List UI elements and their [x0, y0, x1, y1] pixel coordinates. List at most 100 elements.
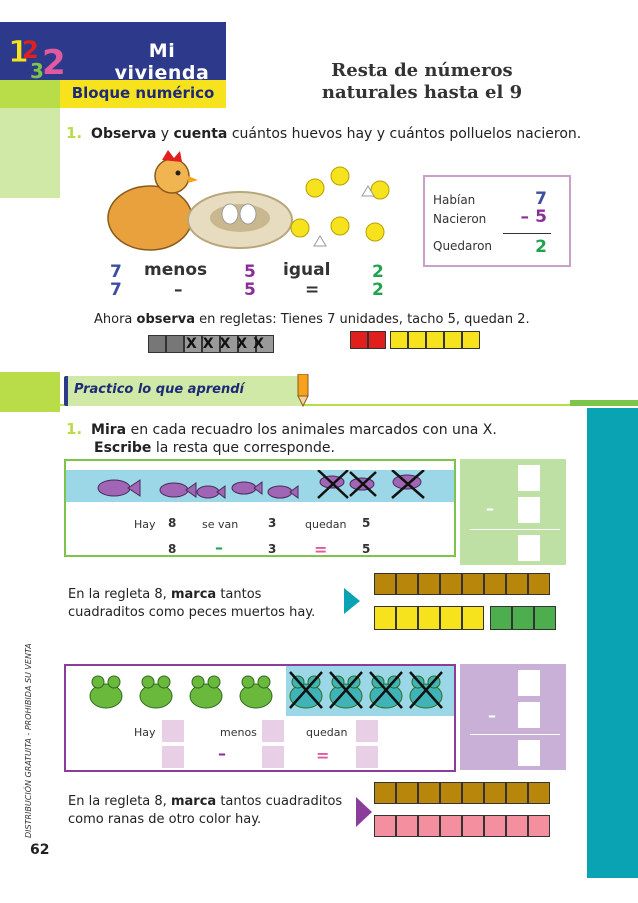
fish-quedan-label: quedan [305, 518, 347, 531]
fish-eq-b: 3 [268, 542, 277, 556]
brown-regleta-fish [374, 573, 554, 597]
fish-eq-a: 8 [168, 542, 177, 556]
frog-hay-input[interactable] [162, 720, 184, 742]
frog-instr-bold: marca [170, 794, 217, 809]
frog-menos-input[interactable] [262, 720, 284, 742]
word-menos: menos [144, 260, 208, 280]
symbol-eq: = [305, 280, 320, 300]
brown-regleta-frog [374, 782, 554, 806]
fish-instr-post1: tantos [220, 587, 262, 602]
symbol-a: 7 [110, 280, 122, 300]
hen-chicks-illustration [107, 150, 390, 251]
fish-quedan-value: 5 [362, 516, 371, 530]
value-habian: 7 [535, 189, 547, 209]
fish-hay-label: Hay [134, 518, 156, 531]
yellow-green-regleta[interactable] [374, 606, 564, 632]
arrow-right-icon-2 [356, 797, 372, 827]
activity1-instruction: 1. Observa y cuenta cuántos huevos hay y… [66, 124, 586, 142]
frog-eq-eq: = [316, 746, 330, 765]
frog-answer-top[interactable] [518, 670, 540, 696]
left-green-band-2 [0, 372, 60, 412]
fish-sevan-label: se van [202, 518, 239, 531]
frog-box [64, 664, 456, 772]
fish-answer-bottom[interactable] [518, 535, 540, 561]
fish-eq-c: 5 [362, 542, 371, 556]
word-igual: igual [283, 260, 331, 280]
page-number: 62 [30, 842, 50, 858]
frog-instr-post1: tantos cuadraditos [220, 794, 343, 809]
fish-panel-line [470, 529, 560, 530]
fish-eq-eq: = [314, 540, 328, 559]
frog-panel-line [470, 734, 560, 735]
page-title-line1: Resta de números [331, 60, 513, 81]
subtraction-summary-box: Habían 7 Nacieron – 5 Quedaron 2 [423, 175, 571, 267]
frog-eq-c-input[interactable] [356, 746, 378, 768]
activity2-text1: en cada recuadro los animales marcados c… [130, 422, 497, 438]
value-quedaron: 2 [535, 237, 547, 257]
frog-eq-b-input[interactable] [262, 746, 284, 768]
fish-eq-minus: – [215, 538, 223, 557]
verb-observa: Observa [91, 126, 157, 142]
frog-instr-pre: En la regleta 8, [68, 794, 167, 809]
symbol-c: 2 [372, 280, 384, 300]
side-distribution-text: DISTRIBUCIÓN GRATUITA - PROHIBIDA SU VEN… [24, 643, 33, 838]
activity1-rest: cuántos huevos hay y cuántos polluelos n… [231, 126, 582, 142]
fish-panel-minus: – [486, 499, 494, 518]
label-nacieron: Nacieron [433, 212, 487, 226]
practice-banner-text: Practico lo que aprendí [74, 382, 244, 397]
pink-regleta[interactable] [374, 815, 554, 839]
regleta-text: Ahora observa en regletas: Tienes 7 unid… [94, 312, 530, 327]
frog-quedan-label: quedan [306, 726, 348, 739]
frog-regleta-instruction: En la regleta 8, marca tantos cuadradito… [68, 793, 342, 829]
frog-answer-bottom[interactable] [518, 740, 540, 766]
fish-hay-value: 8 [168, 516, 177, 530]
page-title-line2: naturales hasta el 9 [321, 82, 523, 103]
symbol-minus: – [174, 280, 183, 300]
frog-answer-panel: – [460, 664, 566, 770]
practice-banner: Practico lo que aprendí [64, 376, 304, 406]
frog-menos-label: menos [220, 726, 257, 739]
regleta-bold: observa [136, 312, 195, 327]
words-c: 2 [372, 262, 384, 282]
fish-answer-middle[interactable] [518, 497, 540, 523]
frog-eq-minus: – [218, 744, 226, 763]
conj-y: y [160, 126, 170, 142]
minus-sign: – [520, 207, 530, 227]
activity2-instruction: 1. Mira en cada recuadro los animales ma… [66, 420, 576, 457]
label-quedaron: Quedaron [433, 239, 493, 253]
words-b: 5 [244, 262, 256, 282]
regleta-pre: Ahora [94, 312, 133, 327]
fish-answer-top[interactable] [518, 465, 540, 491]
frog-instr-post2: como ranas de otro color hay. [68, 812, 262, 827]
svg-text:2: 2 [22, 36, 39, 64]
fish-answer-panel: – [460, 459, 566, 565]
activity2-number: 1. [66, 420, 83, 438]
verb-escribe: Escribe [94, 440, 152, 456]
label-habian: Habían [433, 193, 476, 207]
svg-text:2: 2 [42, 43, 66, 83]
unit-title: Mi vivienda [114, 40, 210, 84]
pencil-icon [297, 374, 309, 408]
fish-box [64, 459, 456, 557]
crossed-marks: XXXXX [186, 336, 270, 352]
value-nacieron: 5 [535, 207, 547, 227]
verb-mira: Mira [91, 422, 127, 438]
frog-answer-middle[interactable] [518, 702, 540, 728]
fish-regleta-instruction: En la regleta 8, marca tantos cuadradito… [68, 586, 315, 622]
frog-quedan-input[interactable] [356, 720, 378, 742]
fish-instr-bold: marca [170, 587, 217, 602]
fish-instr-post2: cuadraditos como peces muertos hay. [68, 605, 316, 620]
section-divider [60, 404, 570, 406]
regleta-post: en regletas: Tienes 7 unidades, tacho 5,… [199, 312, 530, 327]
header-yellow-band [60, 80, 226, 108]
numbers-logo-icon: 1 2 3 2 [8, 35, 66, 84]
left-green-band [0, 108, 60, 198]
fish-illustration [97, 470, 425, 499]
svg-text:1: 1 [8, 35, 29, 70]
gray-regleta: XXXXX [148, 335, 282, 354]
fish-instr-pre: En la regleta 8, [68, 587, 167, 602]
frog-hay-label: Hay [134, 726, 156, 739]
page-title: Resta de números naturales hasta el 9 [282, 60, 562, 104]
frog-eq-a-input[interactable] [162, 746, 184, 768]
symbol-b: 5 [244, 280, 256, 300]
